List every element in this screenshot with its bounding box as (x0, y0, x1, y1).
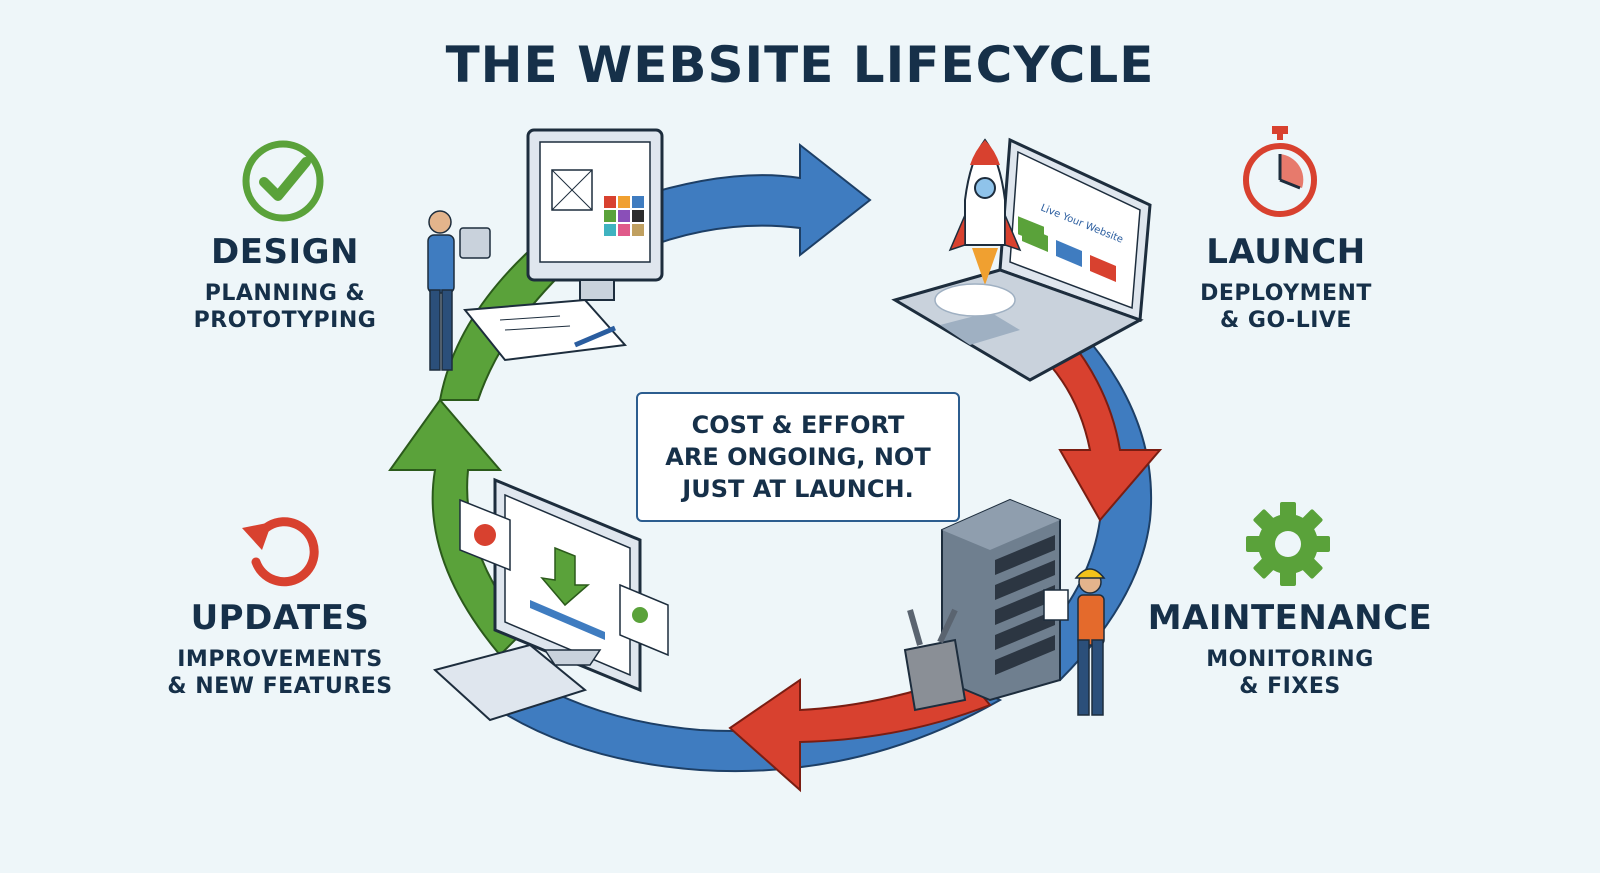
gear-icon (1246, 502, 1330, 586)
arrow-launch-to-maintenance (1048, 338, 1163, 522)
stopwatch-icon (1243, 126, 1317, 217)
maintenance-title: MAINTENANCE (1147, 598, 1433, 638)
center-line-1: COST & EFFORT (691, 411, 905, 439)
design-monitor-illustration (427, 128, 664, 371)
center-callout: COST & EFFORT ARE ONGOING, NOT JUST AT L… (636, 392, 960, 522)
launch-subtitle-line2: & GO-LIVE (1220, 308, 1352, 333)
design-subtitle-line1: PLANNING & (204, 281, 366, 306)
arrow-design-to-launch (598, 142, 872, 258)
updates-monitor-illustration (432, 477, 669, 722)
maintenance-subtitle-line2: & FIXES (1239, 674, 1341, 699)
launch-laptop-illustration: Live Your Website (891, 137, 1152, 382)
checkmark-circle-icon (242, 140, 324, 222)
updates-subtitle-line2: & NEW FEATURES (167, 674, 393, 699)
center-line-3: JUST AT LAUNCH. (682, 475, 914, 503)
launch-subtitle-line1: DEPLOYMENT (1200, 281, 1372, 306)
center-callout-text: COST & EFFORT ARE ONGOING, NOT JUST AT L… (655, 409, 940, 505)
page-title: THE WEBSITE LIFECYCLE (445, 36, 1155, 94)
design-subtitle-line2: PROTOTYPING (193, 308, 377, 333)
launch-title: LAUNCH (1206, 232, 1366, 272)
center-line-2: ARE ONGOING, NOT (665, 443, 931, 471)
maintenance-server-illustration (903, 498, 1106, 716)
maintenance-subtitle-line1: MONITORING (1206, 647, 1374, 672)
updates-title: UPDATES (190, 598, 370, 638)
design-title: DESIGN (211, 232, 359, 272)
undo-arrow-icon (242, 517, 319, 587)
updates-subtitle-line1: IMPROVEMENTS (177, 647, 383, 672)
